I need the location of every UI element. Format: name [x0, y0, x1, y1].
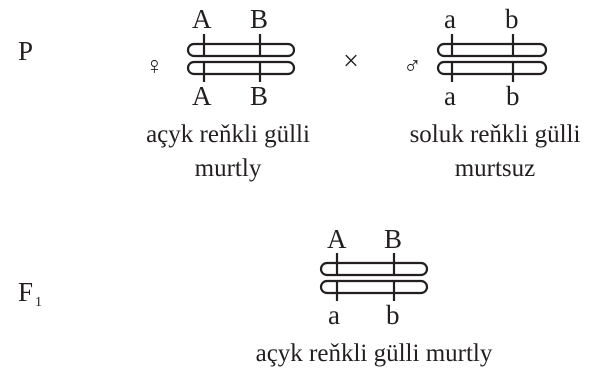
male-chromosome-pair	[438, 34, 546, 82]
female-chromosome-pair	[188, 34, 294, 82]
f1-offspring: A B a b açyk reňkli gülli murtly	[256, 224, 493, 367]
f1-bottom-allele-2: b	[386, 300, 400, 330]
male-parent: ♂ a b a b soluk reňkli gülli murtsuz	[403, 4, 580, 182]
f1-generation-label: F 1	[18, 277, 42, 310]
female-phenotype-line-1: açyk reňkli gülli	[146, 121, 310, 148]
male-bottom-allele-1: a	[444, 81, 456, 111]
f1-top-allele-1: A	[327, 224, 347, 254]
parent-generation-label: P	[18, 36, 33, 66]
f1-chromosome-pair	[321, 253, 427, 301]
f1-top-allele-2: B	[384, 224, 402, 254]
male-top-allele-1: a	[444, 4, 456, 34]
male-top-allele-2: b	[505, 4, 519, 34]
female-top-allele-2: B	[250, 4, 268, 34]
male-chromosome-upper	[438, 44, 546, 56]
female-symbol: ♀	[145, 53, 164, 80]
male-chromosome-lower	[438, 62, 546, 74]
male-phenotype-line-2: murtsuz	[455, 155, 536, 182]
female-phenotype-line-2: murtly	[195, 155, 262, 182]
f1-bottom-allele-1: a	[328, 300, 340, 330]
female-parent: ♀ A B A B açyk reňkli gülli murtly	[145, 4, 310, 182]
female-top-allele-1: A	[192, 4, 212, 34]
male-bottom-allele-2: b	[506, 81, 520, 111]
f1-phenotype: açyk reňkli gülli murtly	[256, 340, 493, 367]
female-bottom-allele-1: A	[192, 81, 212, 111]
cross-symbol: ×	[343, 46, 359, 77]
f1-label-letter: F	[18, 277, 33, 307]
f1-label-subscript: 1	[35, 295, 42, 310]
female-bottom-allele-2: B	[250, 81, 268, 111]
male-phenotype-line-1: soluk reňkli gülli	[410, 121, 581, 148]
male-symbol: ♂	[403, 53, 422, 80]
